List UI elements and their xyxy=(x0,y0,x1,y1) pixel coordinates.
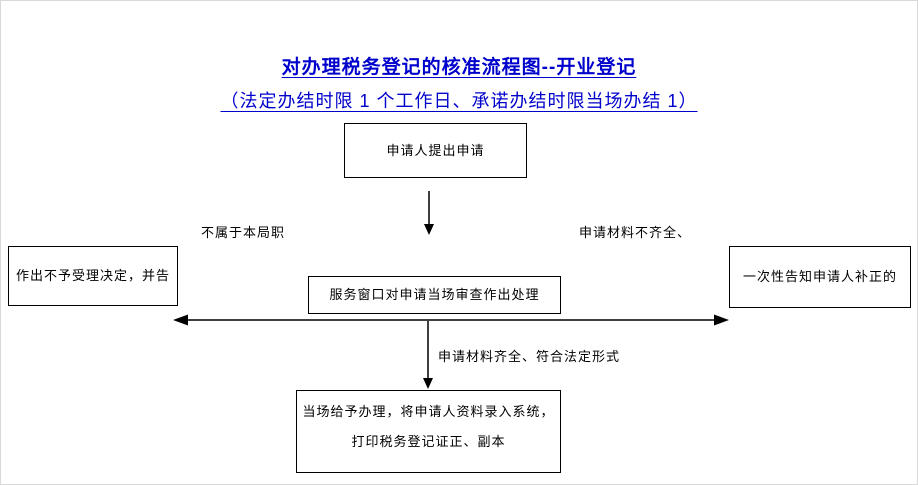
branch-label-materials-complete: 申请材料齐全、符合法定形式 xyxy=(438,349,621,364)
page-subtitle: （法定办结时限 1 个工作日、承诺办结时限当场办结 1） xyxy=(220,91,698,111)
branch-label-materials-incomplete: 申请材料不齐全、 xyxy=(579,225,692,240)
node-reject-decision-label: 作出不予受理决定，并告 xyxy=(15,268,170,283)
node-process-onsite-line1: 当场给予办理，将申请人资料录入系统， xyxy=(302,404,555,419)
arrowhead-branch-left xyxy=(173,314,188,326)
node-applicant-submit: 申请人提出申请 xyxy=(344,123,527,178)
page-title: 对办理税务登记的核准流程图--开业登记 xyxy=(281,57,637,78)
branch-label-not-jurisdiction: 不属于本局职 xyxy=(201,225,286,240)
node-reject-decision: 作出不予受理决定，并告 xyxy=(8,246,178,306)
node-process-onsite-line2: 打印税务登记证正、副本 xyxy=(351,434,506,449)
node-applicant-submit-label: 申请人提出申请 xyxy=(386,142,485,158)
arrowhead-apply-to-review xyxy=(424,224,434,235)
node-window-review: 服务窗口对申请当场审查作出处理 xyxy=(308,276,561,314)
node-notify-supplement-label: 一次性告知申请人补正的 xyxy=(742,269,897,284)
node-window-review-label: 服务窗口对申请当场审查作出处理 xyxy=(329,287,540,302)
arrowhead-review-to-process xyxy=(423,378,433,389)
arrowhead-branch-right xyxy=(714,314,729,326)
node-notify-supplement: 一次性告知申请人补正的 xyxy=(729,246,911,308)
node-process-onsite: 当场给予办理，将申请人资料录入系统， 打印税务登记证正、副本 xyxy=(296,390,561,473)
